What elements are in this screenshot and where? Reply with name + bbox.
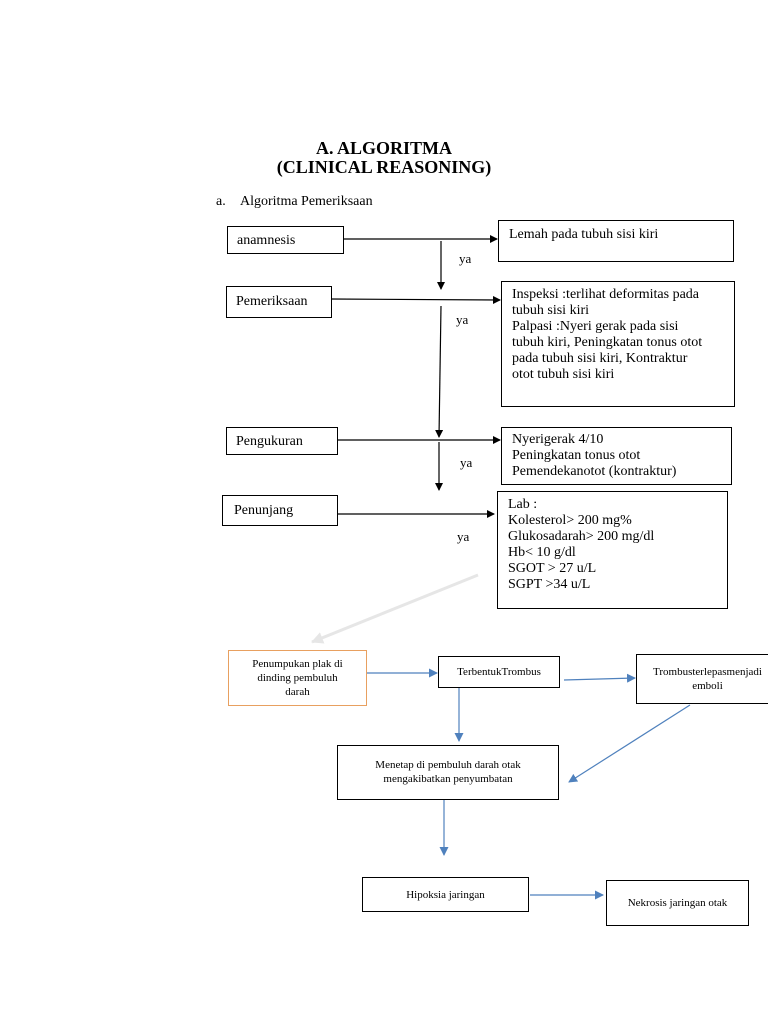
yes-label: ya xyxy=(459,251,472,266)
trombus-label: TerbentukTrombus xyxy=(457,666,541,678)
result-line: tubuh sisi kiri xyxy=(512,303,590,318)
result-line: Inspeksi :terlihat deformitas pada xyxy=(512,287,699,302)
pengukuran-label: Pengukuran xyxy=(236,434,303,449)
page-title: A. ALGORITMA xyxy=(315,138,452,158)
plak-line: Penumpukan plak di xyxy=(252,658,343,670)
result-line: Palpasi :Nyeri gerak pada sisi xyxy=(512,319,679,334)
pengukuran-result-box: Nyerigerak 4/10 Peningkatan tonus otot P… xyxy=(501,427,732,485)
arrow-emboli-menetap xyxy=(568,704,691,783)
penunjang-box: Penunjang xyxy=(222,495,338,526)
anamnesis-label: anamnesis xyxy=(237,233,296,248)
page-subtitle: (CLINICAL REASONING) xyxy=(276,157,492,177)
emboli-line: emboli xyxy=(692,680,723,692)
plak-line: dinding pembuluh xyxy=(257,672,338,684)
section-heading: Algoritma Pemeriksaan xyxy=(240,194,373,209)
result-line: SGOT > 27 u/L xyxy=(508,561,597,576)
plak-box: Penumpukan plak di dinding pembuluh dara… xyxy=(228,650,367,706)
section-marker: a. xyxy=(216,194,226,209)
menetap-line: Menetap di pembuluh darah otak xyxy=(375,759,521,771)
result-line: pada tubuh sisi kiri, Kontraktur xyxy=(512,351,688,366)
result-line: tubuh kiri, Peningkatan tonus otot xyxy=(512,335,703,350)
trombus-box: TerbentukTrombus xyxy=(438,656,560,688)
faint-arrow xyxy=(311,573,479,644)
penunjang-result-box: Lab : Kolesterol> 200 mg% Glukosadarah> … xyxy=(497,491,728,609)
result-line: SGPT >34 u/L xyxy=(508,577,591,592)
yes-label: ya xyxy=(457,529,470,544)
nekrosis-box: Nekrosis jaringan otak xyxy=(606,880,749,926)
emboli-box: Trombusterlepasmenjadi emboli xyxy=(636,654,768,704)
arrow-trombus-emboli xyxy=(563,673,636,683)
result-line: Hb< 10 g/dl xyxy=(508,545,576,560)
yes-label: ya xyxy=(456,312,469,327)
result-line: Lab : xyxy=(508,497,538,512)
menetap-box: Menetap di pembuluh darah otak mengakiba… xyxy=(337,745,559,800)
result-line: Nyerigerak 4/10 xyxy=(512,432,604,447)
hipoksia-label: Hipoksia jaringan xyxy=(406,889,485,901)
result-line: Peningkatan tonus otot xyxy=(512,448,641,463)
result-line: Glukosadarah> 200 mg/dl xyxy=(508,529,655,544)
result-line: otot tubuh sisi kiri xyxy=(512,367,615,382)
pemeriksaan-box: Pemeriksaan xyxy=(226,286,332,318)
plak-line: darah xyxy=(285,686,310,698)
emboli-line: Trombusterlepasmenjadi xyxy=(653,666,762,678)
pemeriksaan-label: Pemeriksaan xyxy=(236,294,308,309)
result-line: Kolesterol> 200 mg% xyxy=(508,513,632,528)
anamnesis-box: anamnesis xyxy=(227,226,344,254)
hipoksia-box: Hipoksia jaringan xyxy=(362,877,529,912)
arrow-pemeriksaan xyxy=(330,295,501,304)
nekrosis-label: Nekrosis jaringan otak xyxy=(627,897,728,909)
pemeriksaan-result-box: Inspeksi :terlihat deformitas pada tubuh… xyxy=(501,281,735,407)
penunjang-label: Penunjang xyxy=(234,503,294,518)
arrow-down-2 xyxy=(435,305,444,438)
result-line: Lemah pada tubuh sisi kiri xyxy=(509,227,659,242)
menetap-line: mengakibatkan penyumbatan xyxy=(383,773,513,785)
anamnesis-result-box: Lemah pada tubuh sisi kiri xyxy=(498,220,734,262)
yes-label: ya xyxy=(460,455,473,470)
pengukuran-box: Pengukuran xyxy=(226,427,338,455)
result-line: Pemendekanotot (kontraktur) xyxy=(512,464,677,479)
